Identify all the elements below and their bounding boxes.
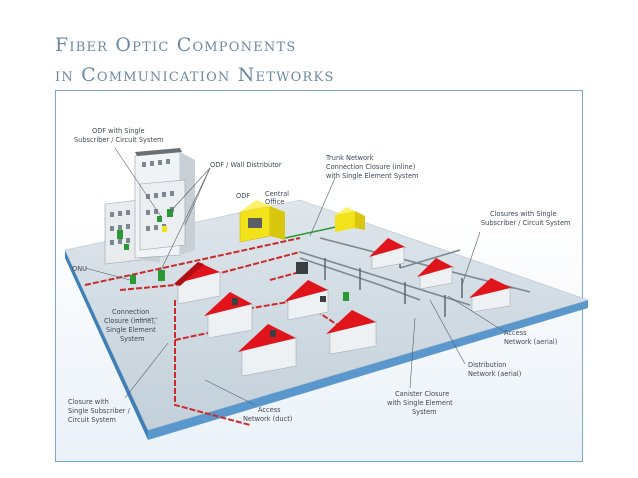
label-closure-single-1: Closure with xyxy=(68,398,109,406)
label-access-duct-2: Network (duct) xyxy=(243,415,292,423)
label-canister-1: Canister Closure xyxy=(395,390,449,398)
title-line-1: Fiber Optic Components xyxy=(55,34,297,56)
label-odf: ODF xyxy=(236,192,250,200)
label-canister-3: System xyxy=(412,408,437,416)
label-closures-2: Subscriber / Circuit System xyxy=(481,219,570,227)
label-access-aerial-1: Access xyxy=(504,329,527,337)
label-trunk-3: with Single Element System xyxy=(326,172,418,180)
central-office xyxy=(239,200,365,243)
label-conn-1: Connection xyxy=(112,308,149,316)
label-canister-2: with Single Element xyxy=(387,399,453,407)
label-odf-wall: ODF / Wall Distributor xyxy=(210,161,282,169)
label-access-duct-1: Access xyxy=(258,406,281,414)
diagram-labels: ODF with Single Subscriber / Circuit Sys… xyxy=(68,127,570,424)
label-dist-2: Network (aerial) xyxy=(468,370,521,378)
leader-lines xyxy=(84,147,506,406)
label-conn-3: Single Element xyxy=(106,326,156,334)
label-central-1: Central xyxy=(265,190,289,198)
title-line-2: in Communication Networks xyxy=(55,64,335,86)
ground-platform xyxy=(64,199,589,440)
label-closure-single-2: Single Subscriber / xyxy=(68,407,131,415)
label-closures-1: Closures with Single xyxy=(490,210,557,218)
label-central-2: Office xyxy=(265,198,284,206)
label-conn-4: System xyxy=(120,335,145,343)
label-access-aerial-2: Network (aerial) xyxy=(504,338,557,346)
label-trunk-2: Connection Closure (inline) xyxy=(326,163,415,171)
houses xyxy=(174,238,514,377)
label-conn-2: Closure (inline), xyxy=(104,317,156,325)
office-building xyxy=(104,148,195,284)
label-odf-single-1: ODF with Single xyxy=(92,127,145,135)
label-trunk-1: Trunk Network xyxy=(325,154,374,162)
label-onu: ONU xyxy=(72,265,87,273)
label-odf-single-2: Subscriber / Circuit System xyxy=(74,136,163,144)
label-dist-1: Distribution xyxy=(468,361,506,369)
label-closure-single-3: Circuit System xyxy=(68,416,116,424)
